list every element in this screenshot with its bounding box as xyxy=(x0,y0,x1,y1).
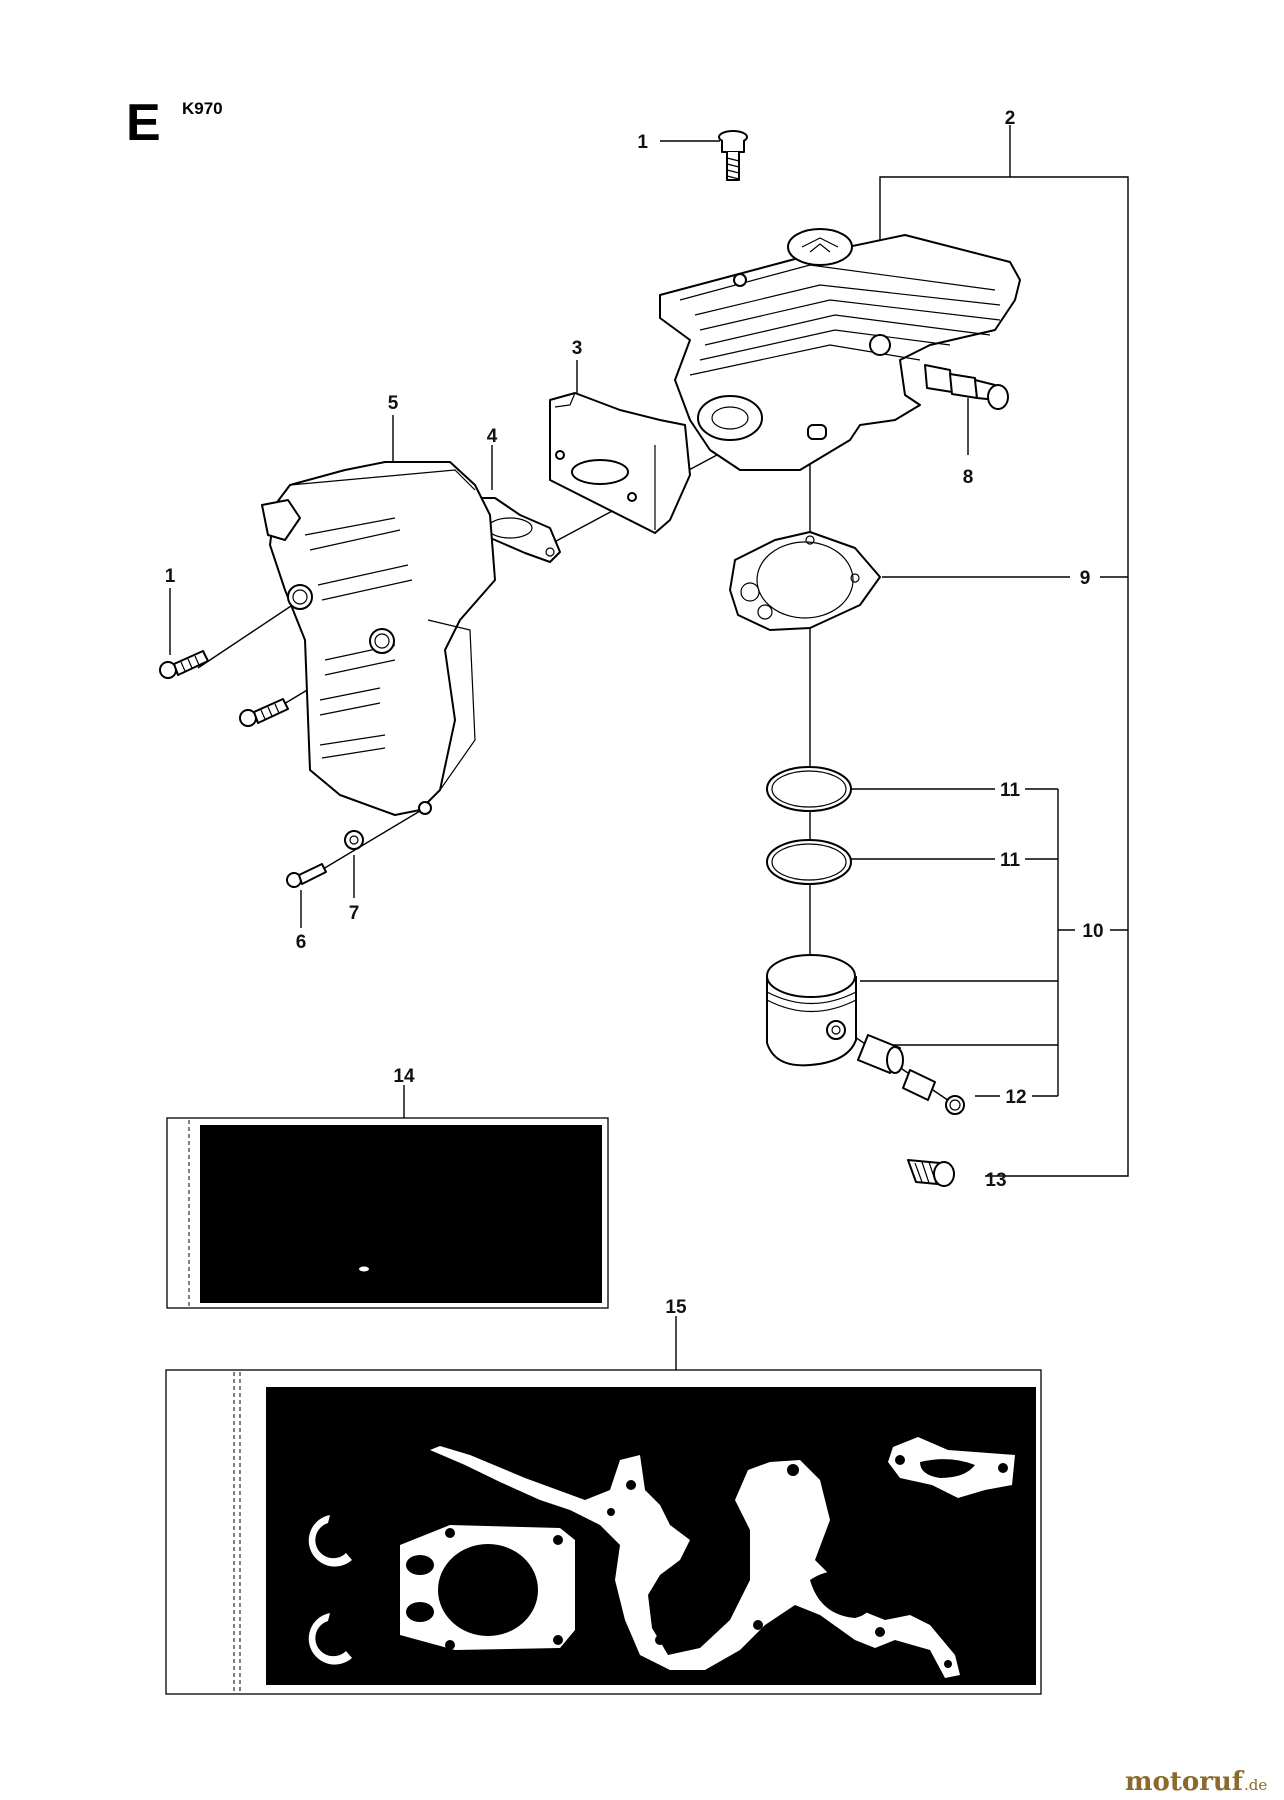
piston-ring-upper xyxy=(766,766,852,812)
piston-pin xyxy=(857,1034,904,1074)
callout-label: 15 xyxy=(665,1297,687,1318)
decompression-valve xyxy=(924,364,1009,410)
section-letter: E xyxy=(126,94,161,152)
callout-label: 3 xyxy=(572,338,583,359)
cylinder-gasket-in-kit xyxy=(400,1525,575,1650)
callout-label: 14 xyxy=(393,1066,415,1087)
callout-label: 13 xyxy=(985,1170,1006,1191)
ring-seal-upper xyxy=(308,1515,352,1567)
callout-label: 1 xyxy=(637,132,648,153)
piston-ring-lower xyxy=(766,839,852,885)
model-label: K970 xyxy=(182,99,223,118)
piston xyxy=(766,954,857,1067)
lock-washer xyxy=(344,830,364,850)
muffler xyxy=(261,461,496,816)
callout-label: 10 xyxy=(1082,921,1103,942)
callout-label: 9 xyxy=(1080,568,1091,589)
callout-label: 8 xyxy=(963,467,974,488)
cylinder-screw xyxy=(718,130,748,181)
muffler-screw-2 xyxy=(239,698,289,727)
needle-bearing-small xyxy=(902,1069,936,1101)
callout-label: 11 xyxy=(1000,780,1021,801)
callout-label: 5 xyxy=(388,393,399,414)
callout-label: 2 xyxy=(1005,108,1016,129)
needle-bearing xyxy=(907,1159,955,1187)
callout-label: 7 xyxy=(349,903,360,924)
ring-seal-lower xyxy=(308,1613,352,1665)
callout-label: 4 xyxy=(487,426,498,447)
decal-kit xyxy=(166,1117,609,1309)
cylinder xyxy=(659,228,1021,471)
callout-label: 6 xyxy=(296,932,307,953)
callout-label: 12 xyxy=(1005,1087,1026,1108)
circlip xyxy=(945,1095,965,1115)
watermark-brand: motoruf xyxy=(1125,1767,1245,1797)
callout-label: 1 xyxy=(165,566,176,587)
watermark-tld: .de xyxy=(1244,1776,1267,1794)
cylinder-base-gasket xyxy=(729,531,881,631)
bracket-screw xyxy=(286,863,327,888)
crankcase-gasket xyxy=(430,1446,960,1678)
callout-label: 11 xyxy=(1000,850,1021,871)
callout-labels: 1 2 3 4 5 1 6 7 8 9 10 11 11 12 13 14 15 xyxy=(165,108,1104,1318)
muffler-gasket-in-kit xyxy=(888,1437,1015,1498)
gasket-kit xyxy=(165,1369,1042,1695)
watermark-logo: motoruf .de xyxy=(1125,1767,1267,1797)
insulating-flange xyxy=(549,392,691,534)
muffler-screw-1 xyxy=(159,650,209,679)
